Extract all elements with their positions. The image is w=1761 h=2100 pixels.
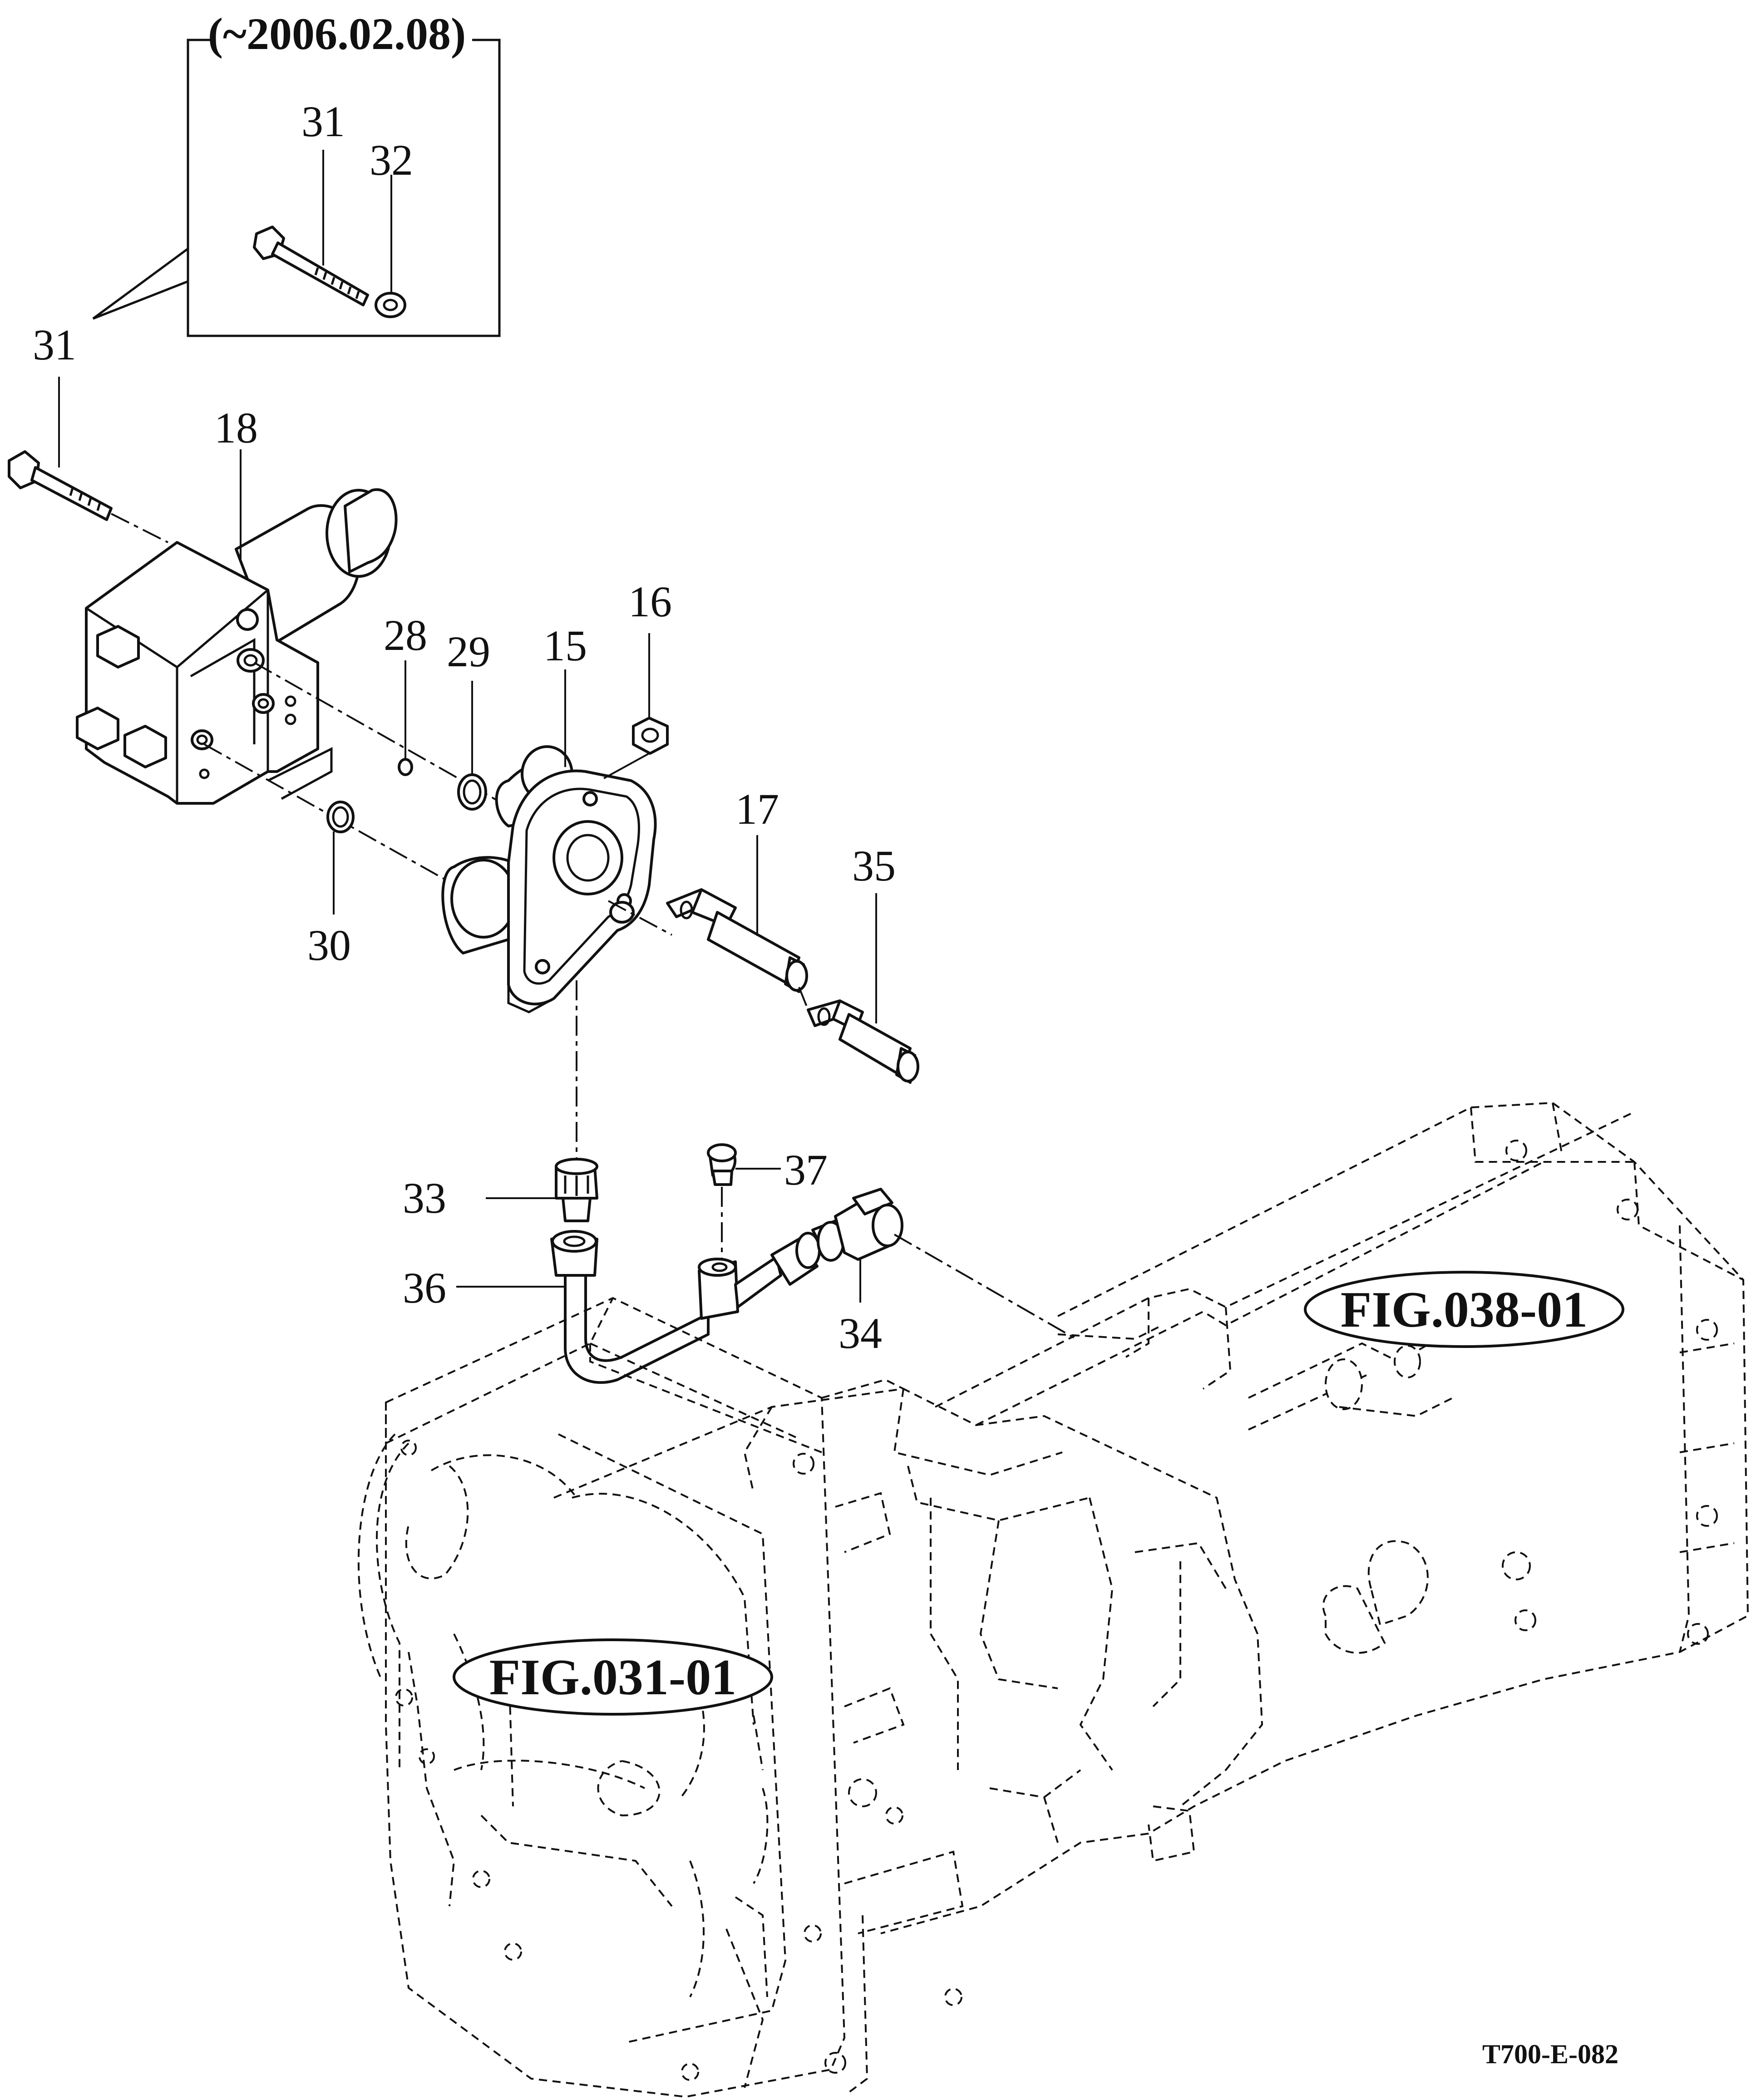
- callout-inset-bolt: 31: [301, 97, 345, 146]
- callout-pipe: 36: [403, 1264, 446, 1312]
- pipe: [550, 1230, 821, 1384]
- o-ring-medium: [457, 773, 487, 811]
- reference-upper: FIG.038-01: [1304, 1271, 1624, 1348]
- reference-lower-label: FIG.031-01: [489, 1649, 736, 1706]
- callout-o-ring-small: 28: [384, 611, 427, 659]
- cartridge-b: [807, 999, 919, 1084]
- drawing-code: T700-E-082: [1482, 2039, 1618, 2069]
- inset-box: (~2006.02.08) 31 32: [92, 9, 501, 337]
- reference-lower: FIG.031-01: [453, 1638, 773, 1716]
- inset-washer: [375, 292, 406, 318]
- inset-bolt: [253, 226, 369, 306]
- bolt: [8, 450, 113, 521]
- elbow: [811, 1188, 903, 1262]
- plug: [707, 1143, 737, 1186]
- callout-cartridge-a: 17: [735, 785, 779, 833]
- adapter: [555, 1158, 598, 1222]
- cartridge-a: [666, 888, 808, 993]
- o-ring-small: [398, 758, 413, 776]
- callout-adapter: 33: [403, 1174, 446, 1222]
- callout-o-ring-medium: 29: [447, 627, 490, 676]
- callout-valve-body: 18: [214, 403, 258, 452]
- transmission-housing: [357, 1102, 1749, 2098]
- callout-cartridge-b: 35: [852, 841, 896, 890]
- nut: [632, 717, 669, 755]
- reference-upper-label: FIG.038-01: [1341, 1282, 1588, 1338]
- callout-bolt: 31: [33, 320, 76, 369]
- callout-inset-washer: 32: [370, 136, 413, 184]
- callout-flange-block: 15: [543, 621, 587, 670]
- inset-date-label: (~2006.02.08): [208, 9, 466, 59]
- callout-o-ring-lower: 30: [307, 921, 351, 969]
- flange-block: [441, 745, 657, 1013]
- callout-elbow: 34: [839, 1309, 882, 1357]
- callout-nut: 16: [628, 577, 672, 626]
- valve-body: [76, 488, 398, 805]
- callout-plug: 37: [784, 1146, 828, 1194]
- o-ring-lower: [326, 801, 355, 833]
